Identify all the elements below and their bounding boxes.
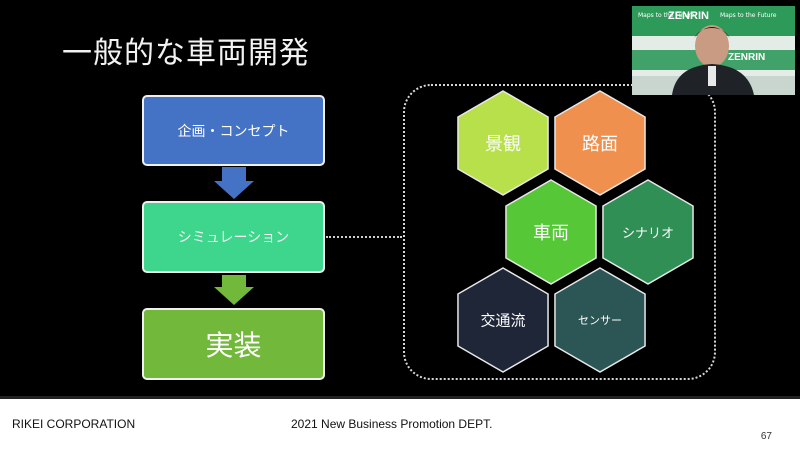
dotted-connector [326, 236, 402, 238]
footer-department: 2021 New Business Promotion DEPT. [291, 417, 493, 431]
hexagon-label-traffic: 交通流 [480, 311, 526, 330]
page-number: 67 [760, 431, 772, 442]
footer-company: RIKEI CORPORATION [12, 417, 136, 431]
hexagon-traffic [457, 267, 549, 373]
presenter-video-overlay: Maps to the Future ZENRIN Maps to the Fu… [632, 6, 795, 95]
hexagon-vehicle [505, 179, 597, 285]
slide-title: 一般的な車両開発 [62, 36, 310, 71]
video-tagline-left: Maps to the Future [638, 12, 695, 19]
hexagon-label-scenario: シナリオ [621, 226, 675, 242]
down-arrow-icon [214, 275, 254, 305]
planning-concept-box: 企画・コンセプト [142, 95, 325, 166]
simulation-box: シミュレーション [142, 201, 325, 273]
hexagon-landscape [457, 90, 549, 196]
hexagon-label-vehicle: 車両 [533, 223, 569, 244]
video-banner-top: ZENRIN [668, 10, 709, 22]
simulation-elements-frame [403, 84, 716, 380]
hexagon-sensor [554, 267, 646, 373]
implementation-box: 実装 [142, 308, 325, 380]
down-arrow-icon [214, 167, 254, 199]
video-tagline-right: Maps to the Future [720, 12, 777, 19]
video-banner-bottom: ZENRIN [728, 52, 766, 63]
hexagon-label-landscape: 景観 [485, 134, 521, 155]
footer-bar: RIKEI CORPORATION 2021 New Business Prom… [0, 396, 800, 454]
hexagon-label-sensor: センサー [578, 314, 622, 327]
video-frame-graphic [632, 6, 795, 95]
hexagon-road [554, 90, 646, 196]
hexagon-scenario [602, 179, 694, 285]
hexagon-label-road: 路面 [582, 134, 618, 155]
